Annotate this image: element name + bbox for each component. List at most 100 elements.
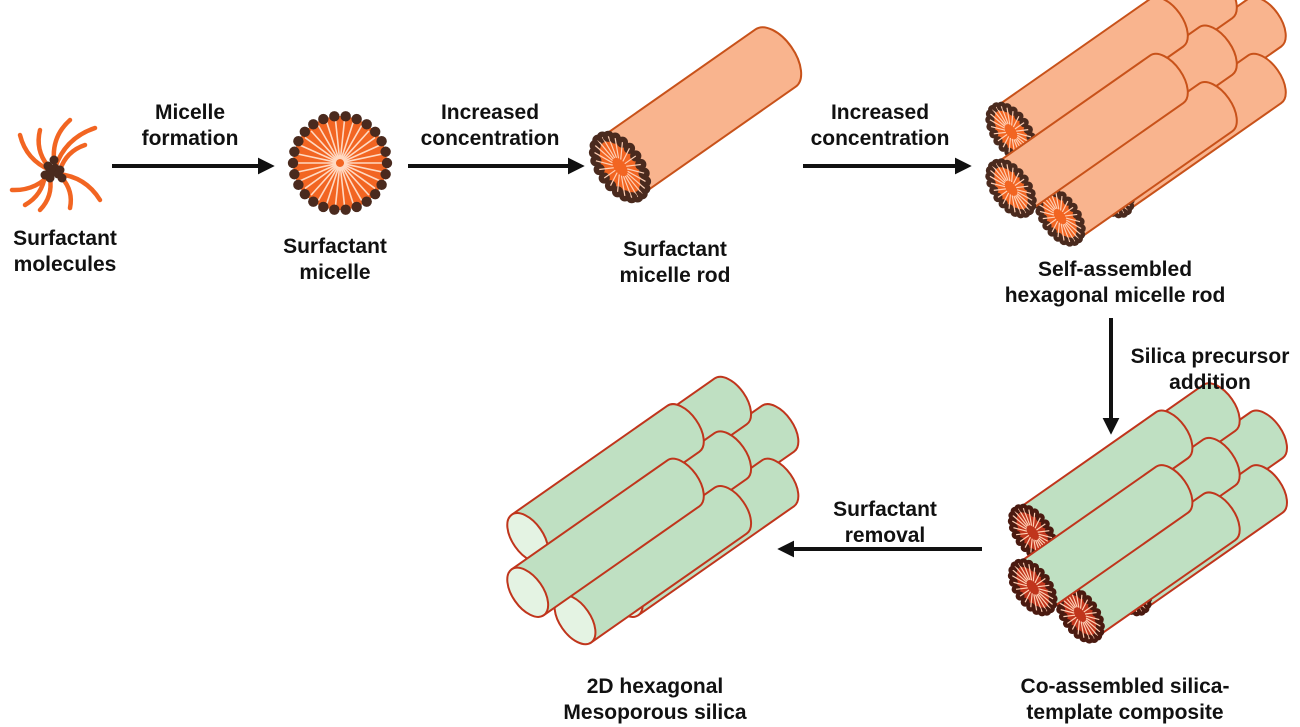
surfactant-tail	[609, 172, 618, 186]
micelle-head	[293, 135, 304, 147]
micelle-head	[351, 201, 362, 213]
surfactant-tail	[597, 139, 614, 160]
micelle-tail	[342, 130, 370, 161]
surfactant-head	[635, 158, 647, 171]
micelle-head	[340, 204, 351, 215]
surfactant-head	[57, 173, 67, 183]
surfactant-tail	[1014, 122, 1025, 130]
surfactant-tail	[1016, 532, 1028, 536]
surfactant-head	[1067, 625, 1077, 635]
micelle-head	[308, 196, 319, 207]
surfactant-tail	[1016, 193, 1032, 207]
surfactant-head	[623, 142, 636, 154]
surfactant-tail	[1006, 107, 1011, 125]
surfactant-tail	[1034, 594, 1043, 613]
micelle-end	[588, 130, 652, 204]
surfactant-tail	[1085, 615, 1100, 621]
micelle-head	[361, 196, 372, 207]
surfactant-tail	[1016, 189, 1032, 195]
surfactant-tail	[1063, 206, 1074, 215]
cylinder-body	[1042, 81, 1238, 242]
surfactant-tail	[993, 188, 1006, 191]
micelle-head	[380, 169, 391, 180]
surfactant-tail	[1084, 611, 1097, 615]
surfactant-tail	[1084, 620, 1099, 637]
micelle-head	[289, 169, 300, 180]
micelle-tail	[325, 166, 340, 205]
micelle-tail	[341, 166, 363, 201]
surfactant-tail	[594, 152, 613, 164]
surfactant-tail	[1000, 162, 1009, 181]
surfactant-tail	[614, 138, 620, 159]
surfactant-tail	[993, 131, 1006, 135]
micelle-tail	[317, 125, 339, 160]
surfactant-tail	[627, 168, 645, 174]
cylinder-body	[510, 457, 705, 617]
surfactant-tail	[1022, 507, 1031, 526]
micelle-head	[287, 157, 299, 169]
surfactant-tail	[1037, 584, 1050, 588]
micelle-head	[299, 126, 311, 138]
surfactant-tail	[601, 136, 616, 159]
micelle-head	[351, 113, 362, 125]
surfactant-tail	[1039, 210, 1055, 216]
surfactant-tail	[1002, 192, 1010, 205]
micelle-tail	[300, 163, 337, 182]
micelle-head	[289, 146, 300, 157]
surfactant-tail	[1016, 194, 1030, 211]
micelle-tail	[297, 163, 337, 173]
surfactant-tail	[1065, 217, 1081, 223]
micelle-tail	[334, 166, 341, 207]
cylinder-body	[1062, 491, 1241, 639]
surfactant-tail	[997, 190, 1008, 198]
cylinder-body	[510, 403, 705, 562]
surfactant-tail	[995, 163, 1008, 182]
surfactant-tail	[622, 148, 631, 162]
surfactant-tail	[1032, 512, 1036, 527]
surfactant-tail	[36, 127, 51, 169]
surfactant-tail	[1012, 115, 1020, 128]
surfactant-tail	[594, 145, 613, 162]
micelle-head	[380, 146, 391, 157]
micelle-tail	[342, 136, 376, 162]
micelle-head	[340, 111, 351, 122]
mesoporous-silica-graphic	[506, 375, 800, 646]
micelle-head	[361, 119, 372, 130]
surfactant-tail	[1019, 589, 1030, 597]
micelle-tail	[310, 165, 338, 196]
cylinder-end	[506, 566, 550, 618]
surfactant-tail	[1030, 538, 1033, 553]
micelle-head	[369, 126, 381, 138]
surfactant-tail	[1037, 593, 1051, 610]
surfactant-tail	[1002, 136, 1010, 148]
surfactant-head	[43, 161, 53, 171]
surfactant-tail	[1038, 590, 1054, 600]
surfactant-tail	[990, 170, 1006, 184]
micelle-tail	[341, 125, 363, 160]
micelle-tail	[334, 119, 341, 160]
surfactant-tail	[1036, 577, 1046, 586]
micelle-head	[369, 188, 381, 200]
surfactant-tail	[1051, 220, 1059, 233]
surfactant-micelle-rod-graphic	[588, 26, 803, 204]
micelle-tail	[310, 130, 338, 161]
micelle-end	[985, 158, 1037, 219]
surfactant-tail	[1037, 530, 1050, 533]
surfactant-tail	[595, 160, 613, 166]
surfactant-tail	[990, 182, 1006, 188]
surfactant-tail	[620, 142, 624, 160]
micelle-tail	[342, 164, 376, 190]
surfactant-tail	[1030, 593, 1033, 608]
surfactant-tail	[1060, 609, 1075, 614]
surfactant-tail	[1038, 588, 1053, 593]
surfactant-tail	[603, 169, 616, 179]
surfactant-tail	[627, 170, 646, 182]
micelle-head	[308, 119, 319, 130]
surfactant-tail	[1034, 572, 1041, 584]
surfactant-tail	[989, 119, 1005, 129]
micelle-tail	[304, 136, 338, 162]
